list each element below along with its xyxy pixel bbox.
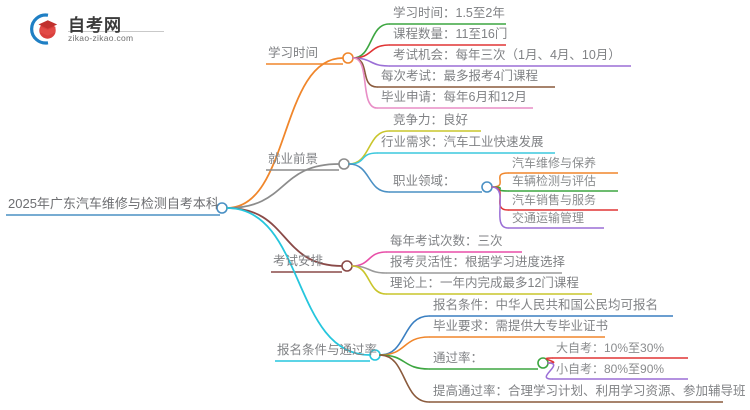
logo-wordmark: 自考网 <box>68 16 122 35</box>
mindmap-leaf-4-4[interactable]: 提高通过率：合理学习计划、利用学习资源、参加辅导班 <box>433 384 746 398</box>
mindmap-leaf-1-1[interactable]: 学习时间：1.5至2年 <box>393 6 505 20</box>
mindmap-leaf-4-2[interactable]: 毕业要求：需提供大专毕业证书 <box>433 319 609 333</box>
mindmap-subleaf-2-3-2[interactable]: 车辆检测与评估 <box>512 174 597 188</box>
mindmap-leaf-4-1[interactable]: 报名条件：中华人民共和国公民均可报名 <box>433 298 659 312</box>
mindmap-subleaf-2-3-1[interactable]: 汽车维修与保养 <box>512 156 597 170</box>
mindmap-subleaf-2-3-3[interactable]: 汽车销售与服务 <box>512 193 597 207</box>
mindmap-leaf-1-5[interactable]: 毕业申请：每年6月和12月 <box>381 90 527 104</box>
mindmap-leaf-4-3[interactable]: 通过率： <box>433 351 484 365</box>
site-logo: 自考网 zikao-zikao.com <box>28 10 168 48</box>
mindmap-leaf-3-1[interactable]: 每年考试次数：三次 <box>390 234 503 248</box>
mindmap-leaf-2-1[interactable]: 竞争力：良好 <box>393 113 469 127</box>
mindmap-leaf-2-2[interactable]: 行业需求：汽车工业快速发展 <box>381 135 544 149</box>
mindmap-leaf-3-2[interactable]: 报考灵活性：根据学习进度选择 <box>390 255 566 269</box>
mindmap-branch-4[interactable]: 报名条件与通过率 <box>277 343 378 357</box>
mindmap-leaf-1-2[interactable]: 课程数量：11至16门 <box>393 27 508 41</box>
mindmap-leaf-1-4[interactable]: 每次考试：最多报考4门课程 <box>381 69 538 83</box>
mindmap-subleaf-4-3-2[interactable]: 小自考：80%至90% <box>556 362 665 376</box>
mindmap-branch-3[interactable]: 考试安排 <box>273 254 324 268</box>
mindmap-leaf-2-3[interactable]: 职业领域： <box>393 174 456 188</box>
mindmap-branch-2[interactable]: 就业前景 <box>268 152 319 166</box>
mindmap-leaf-1-3[interactable]: 考试机会：每年三次（1月、4月、10月） <box>393 48 621 62</box>
mindmap-branch-1[interactable]: 学习时间 <box>268 46 319 60</box>
logo-divider <box>68 31 164 32</box>
mindmap-root-node[interactable]: 2025年广东汽车维修与检测自考本科 <box>8 196 219 211</box>
mindmap-leaf-3-3[interactable]: 理论上：一年内完成最多12门课程 <box>390 276 579 290</box>
logo-url: zikao-zikao.com <box>68 33 134 43</box>
mindmap-subleaf-4-3-1[interactable]: 大自考：10%至30% <box>556 341 665 355</box>
mindmap-subleaf-2-3-4[interactable]: 交通运输管理 <box>512 211 585 225</box>
graduation-cap-circle-logo-icon <box>28 12 62 46</box>
